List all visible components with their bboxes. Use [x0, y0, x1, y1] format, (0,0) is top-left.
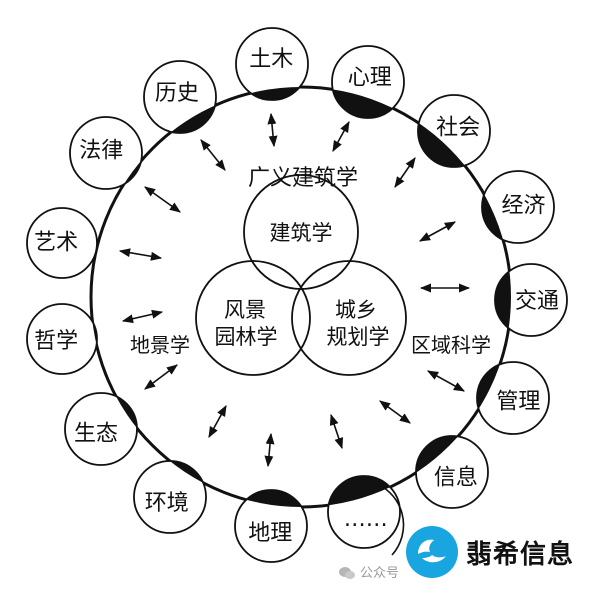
- relation-arrow-ecology: [144, 364, 178, 390]
- discipline-psychology: 心理: [331, 45, 405, 119]
- bubble-face-society: [418, 95, 490, 167]
- ellipsis-tail-arc: [371, 481, 405, 556]
- relation-arrow-economy: [419, 221, 456, 242]
- bubble-outline-environment: [133, 460, 207, 534]
- relation-arrow-history: [200, 139, 226, 171]
- watermark-text: 公众号: [360, 566, 400, 581]
- discipline-label-information: 信息: [434, 466, 478, 491]
- discipline-more: ……: [327, 475, 401, 549]
- discipline-label-art: 艺术: [34, 231, 78, 256]
- discipline-label-history: 历史: [155, 81, 199, 106]
- discipline-law: 法律: [69, 116, 143, 190]
- bubble-outline-civil: [235, 27, 309, 101]
- discipline-art: 艺术: [26, 207, 98, 279]
- relation-arrow-society: [394, 157, 416, 188]
- bubble-face-transport: [495, 264, 567, 336]
- discipline-label-law: 法律: [79, 138, 123, 163]
- relation-arrow-civil: [267, 112, 278, 148]
- brand-logo-icon: [406, 526, 458, 578]
- discipline-label-management: 管理: [496, 390, 540, 415]
- relation-arrows: [118, 112, 471, 468]
- relation-arrow-philosophy: [121, 309, 164, 324]
- bubble-face-management: [477, 362, 549, 434]
- discipline-label-psychology: 心理: [348, 65, 392, 90]
- discipline-label-ecology: 生态: [74, 421, 118, 446]
- wechat-icon: [339, 567, 355, 579]
- bubble-outline-philosophy: [26, 303, 98, 375]
- bubble-outline-management: [476, 361, 550, 435]
- discipline-label-more: ……: [344, 507, 388, 532]
- bubble-outline-law: [69, 116, 143, 190]
- core-label-planning-line1: 城乡: [335, 298, 377, 322]
- bubble-face-art: [27, 208, 97, 278]
- discipline-environment: 环境: [133, 460, 207, 534]
- discipline-label-economy: 经济: [501, 194, 545, 219]
- discipline-management: 管理: [476, 361, 550, 435]
- field-label-landscape-geography: 地景学: [130, 333, 190, 357]
- discipline-society: 社会: [417, 94, 491, 168]
- bubble-face-civil: [236, 28, 308, 100]
- bubble-outline-ecology: [64, 392, 138, 466]
- bubble-outline-psychology: [331, 45, 405, 119]
- brand-watermark: 翡希信息: [404, 519, 600, 585]
- relation-arrow-art: [118, 248, 163, 261]
- core-circle-architecture: [243, 174, 359, 290]
- broad-architecture-label: 广义建筑学: [248, 166, 358, 191]
- brand-name: 翡希信息: [466, 539, 575, 570]
- bubble-outline-art: [26, 207, 98, 279]
- bubble-outline-transport: [494, 263, 568, 337]
- bubble-face-economy: [482, 171, 554, 243]
- bubble-face-law: [70, 117, 142, 189]
- bubble-face-ecology: [65, 393, 137, 465]
- core-circle-landscape: [195, 260, 311, 376]
- relation-arrow-geography: [264, 432, 275, 468]
- discipline-label-geography: 地理: [248, 521, 292, 546]
- bubble-outline-more: [327, 475, 401, 549]
- bubble-face-geography: [235, 490, 307, 562]
- discipline-label-civil: 土木: [249, 47, 293, 72]
- bubble-outline-information: [415, 435, 489, 509]
- bubble-outline-economy: [481, 170, 555, 244]
- discipline-civil: 土木: [235, 27, 309, 101]
- core-label-landscape-line1: 风景: [224, 298, 266, 322]
- field-label-regional-science: 区域科学: [411, 333, 491, 357]
- relation-arrow-environment: [208, 405, 227, 438]
- bubble-face-history: [144, 61, 216, 133]
- discipline-transport: 交通: [494, 263, 568, 337]
- discipline-label-society: 社会: [436, 116, 480, 141]
- bubble-face-information: [416, 436, 488, 508]
- discipline-label-philosophy: 哲学: [34, 329, 78, 354]
- core-circle-planning: [291, 260, 407, 376]
- relation-arrow-psychology: [332, 121, 350, 152]
- discipline-ecology: 生态: [64, 392, 138, 466]
- relation-arrow-law: [144, 186, 181, 213]
- relation-arrow-information: [379, 400, 411, 424]
- discipline-history: 历史: [143, 60, 217, 134]
- bubble-face-environment: [134, 461, 206, 533]
- bubble-outline-history: [143, 60, 217, 134]
- bubble-face-philosophy: [27, 304, 97, 374]
- discipline-label-environment: 环境: [145, 491, 189, 516]
- bubble-outline-geography: [234, 489, 308, 563]
- discipline-information: 信息: [415, 435, 489, 509]
- discipline-philosophy: 哲学: [26, 303, 98, 375]
- bubble-face-more: [328, 476, 400, 548]
- discipline-label-transport: 交通: [515, 289, 559, 314]
- core-label-architecture: 建筑学: [270, 221, 333, 245]
- core-label-landscape-line2: 园林学: [215, 325, 278, 349]
- relation-arrow-more: [329, 413, 344, 450]
- core-label-planning-line2: 规划学: [327, 325, 390, 349]
- bubble-outline-society: [417, 94, 491, 168]
- discipline-economy: 经济: [481, 170, 555, 244]
- bubble-face-psychology: [332, 46, 404, 118]
- discipline-geography: 地理: [234, 489, 308, 563]
- relation-arrow-management: [427, 370, 465, 392]
